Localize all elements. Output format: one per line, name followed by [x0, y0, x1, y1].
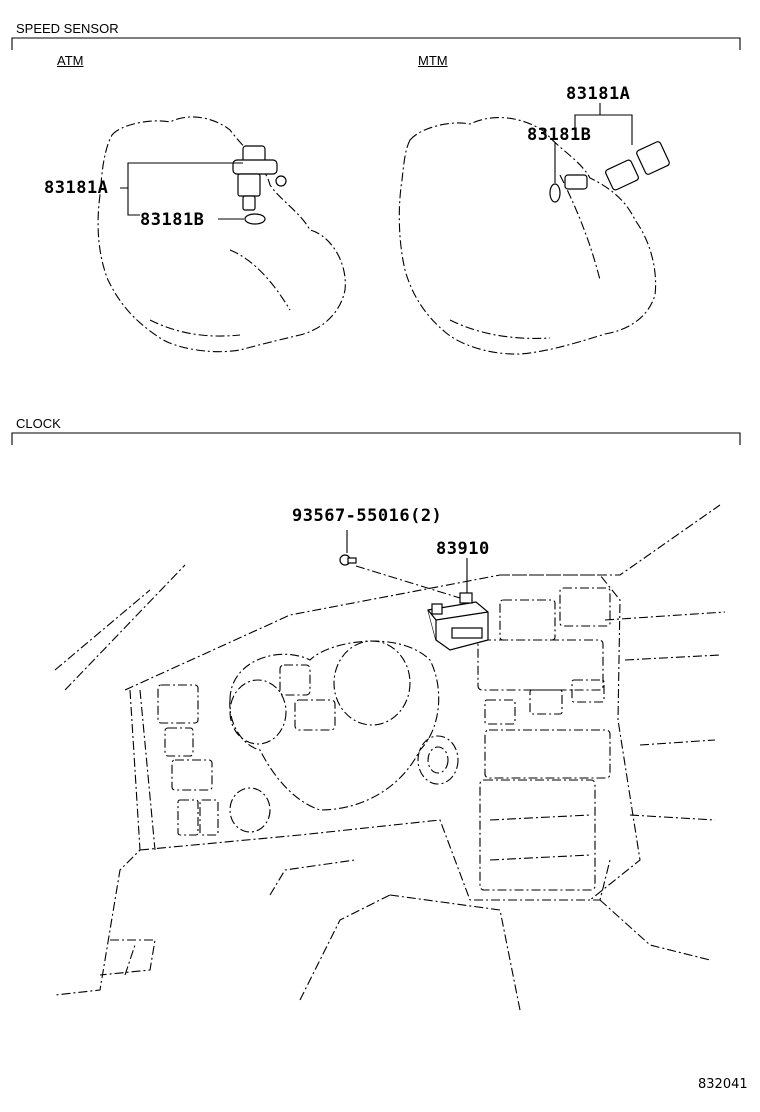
speed-sensor-divider	[11, 37, 741, 50]
atm-speed-sensor	[232, 145, 287, 211]
clock-divider	[11, 432, 741, 445]
clock-unit	[427, 592, 489, 651]
atm-gasket-part-number[interactable]: 83181B	[140, 210, 205, 230]
dashboard-outline	[54, 504, 726, 1011]
atm-gasket	[244, 213, 266, 225]
mtm-subheading: MTM	[418, 53, 448, 68]
clock-part-number[interactable]: 83910	[436, 539, 490, 559]
screw	[339, 554, 357, 566]
atm-subheading: ATM	[57, 53, 84, 68]
atm-transmission-outline	[97, 116, 346, 353]
mtm-transmission-outline	[398, 117, 657, 355]
speed-sensor-heading: SPEED SENSOR	[16, 21, 119, 36]
mtm-gasket-part-number[interactable]: 83181B	[527, 125, 592, 145]
mtm-speed-sensor	[549, 141, 670, 203]
clock-heading: CLOCK	[16, 416, 61, 431]
atm-sensor-part-number[interactable]: 83181A	[44, 178, 109, 198]
screw-part-number[interactable]: 93567-55016(2)	[292, 506, 443, 526]
mtm-sensor-part-number[interactable]: 83181A	[566, 84, 631, 104]
diagram-code: 832041	[698, 1077, 748, 1092]
